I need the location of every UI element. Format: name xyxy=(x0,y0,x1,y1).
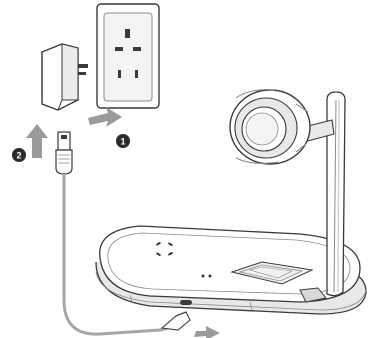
step-2-number: 2 xyxy=(16,151,21,161)
usb-insert-arrow xyxy=(26,124,48,158)
socket-live-hole xyxy=(115,47,123,51)
step-1-badge: 1 xyxy=(116,134,130,148)
usb-c-plug xyxy=(162,312,190,330)
step-2-badge: 2 xyxy=(12,148,26,162)
step-1-number: 1 xyxy=(120,137,125,147)
socket-earth-hole xyxy=(125,29,130,38)
usb-a-plug xyxy=(56,132,72,174)
usb-c-port xyxy=(180,300,192,305)
socket-neutral-hole xyxy=(133,47,141,51)
wall-socket xyxy=(97,4,159,108)
charger-base xyxy=(96,226,366,314)
usb-c-insert-arrow xyxy=(194,326,220,338)
watch-charger-holder xyxy=(230,90,310,164)
led-indicator xyxy=(202,275,205,278)
plug-in-arrow xyxy=(88,107,122,127)
power-adapter xyxy=(42,44,88,110)
